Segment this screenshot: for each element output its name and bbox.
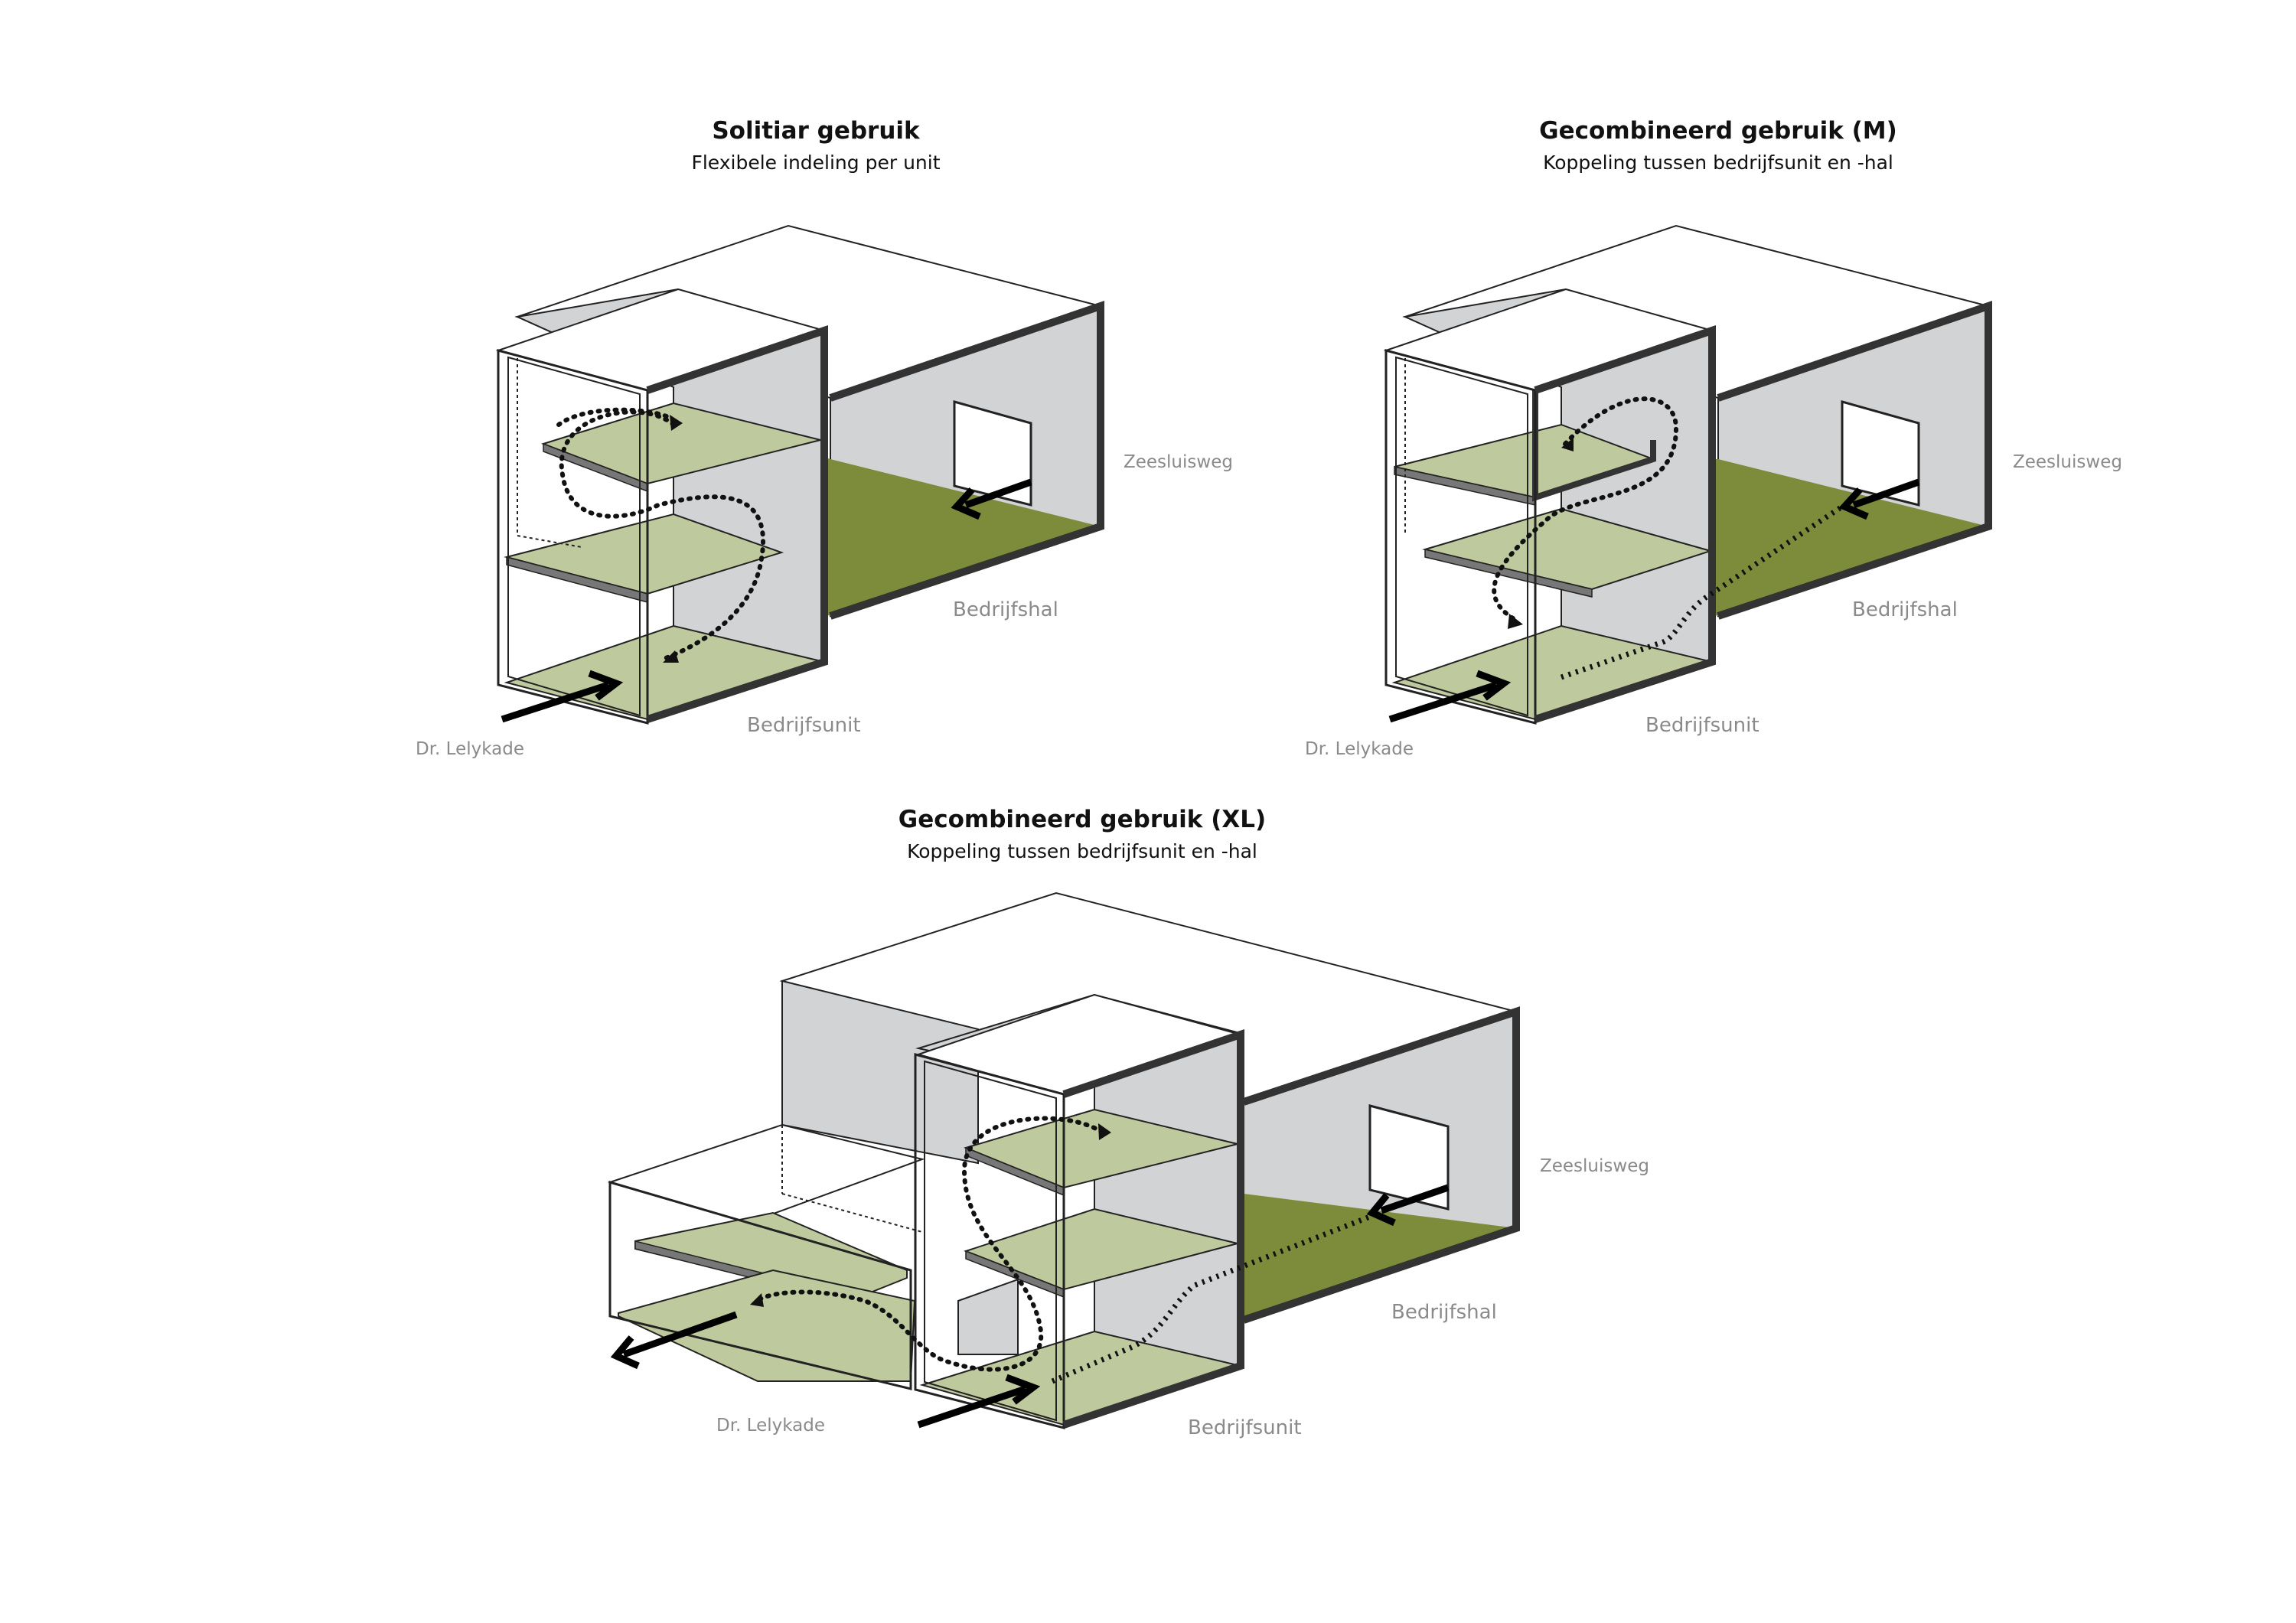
entrance-arrowhead: [1005, 1374, 1041, 1405]
extension-exit-arrowhead: [610, 1335, 640, 1370]
diagram-1-front-street-label: Dr. Lelykade: [416, 739, 524, 759]
entrance-arrowhead: [1476, 670, 1512, 701]
diagram-3-hall-label: Bedrijfshal: [1391, 1301, 1497, 1324]
unit-front-frame-inner: [924, 1060, 1057, 1422]
path-arrowhead: [663, 650, 679, 663]
hall-edge: [829, 301, 1104, 620]
hidden-edge: [517, 535, 582, 548]
diagram-2-hall-label: Bedrijfshal: [1852, 598, 1958, 621]
diagram-1-subtitle: Flexibele indeling per unit: [691, 152, 941, 174]
circulation-path: [1492, 396, 1679, 622]
diagram-1-drawing: [495, 224, 1104, 725]
unit-front-frame: [1384, 349, 1537, 725]
unit-edge: [1062, 1029, 1244, 1429]
unit-edge: [1534, 325, 1716, 723]
extension-exit-arrow: [622, 1311, 738, 1358]
back-entrance-arrow: [1380, 1184, 1450, 1214]
back-entrance-arrowhead: [1366, 1193, 1396, 1227]
path-arrowhead: [1508, 614, 1523, 629]
back-entrance-arrowhead: [1838, 487, 1869, 520]
diagram-3-title: Gecombineerd gebruik (XL): [898, 806, 1267, 833]
diagram-3-front-street-label: Dr. Lelykade: [716, 1416, 825, 1436]
diagram-1-back-street-label: Zeesluisweg: [1124, 452, 1233, 472]
circulation-path: [556, 407, 765, 660]
hall-side-wall: [781, 979, 979, 1165]
diagram-3-subtitle: Koppeling tussen bedrijfsunit en -hal: [907, 840, 1257, 862]
entrance-arrow: [917, 1385, 1027, 1429]
back-door: [953, 400, 1032, 507]
entrance-arrow: [1388, 681, 1498, 723]
back-door: [1368, 1104, 1450, 1211]
diagram-2-unit-label: Bedrijfsunit: [1645, 714, 1760, 737]
diagram-1-title: Solitiar gebruik: [712, 117, 920, 145]
diagram-2-subtitle: Koppeling tussen bedrijfsunit en -hal: [1543, 152, 1893, 174]
entrance-arrow: [501, 681, 610, 723]
back-entrance-arrow: [1852, 478, 1920, 509]
back-door: [1841, 400, 1920, 507]
diagram-3-back-street-label: Zeesluisweg: [1540, 1156, 1649, 1176]
diagram-1-unit-label: Bedrijfsunit: [747, 714, 861, 737]
extension-frame: [608, 1180, 912, 1390]
hall-edge: [1717, 301, 1992, 620]
unit-front-frame: [497, 349, 649, 725]
diagram-2-title: Gecombineerd gebruik (M): [1539, 117, 1897, 145]
diagram-3-drawing: [607, 891, 1520, 1429]
diagram-2-back-street-label: Zeesluisweg: [2013, 452, 2122, 472]
path-arrowhead: [750, 1293, 764, 1307]
path-arrowhead: [1561, 438, 1574, 451]
diagram-2-front-street-label: Dr. Lelykade: [1305, 739, 1414, 759]
link-path: [1051, 1214, 1371, 1384]
entrance-arrowhead: [588, 670, 624, 701]
unit-edge: [646, 325, 828, 723]
circulation-path: [755, 1116, 1104, 1372]
path-arrowhead: [1098, 1123, 1111, 1140]
unit-front-frame-inner: [1395, 356, 1528, 717]
back-entrance-arrowhead: [951, 487, 981, 520]
diagram-2-drawing: [1383, 224, 1992, 725]
unit-partition: [957, 1278, 1019, 1355]
hall-edge: [1242, 1006, 1520, 1324]
path-arrowhead: [670, 415, 683, 431]
diagram-1-hall-label: Bedrijfshal: [953, 598, 1058, 621]
unit-front-frame: [914, 1053, 1065, 1429]
diagram-3-unit-label: Bedrijfsunit: [1188, 1416, 1302, 1439]
unit-front-frame-inner: [507, 356, 641, 717]
back-entrance-arrow: [964, 478, 1032, 509]
